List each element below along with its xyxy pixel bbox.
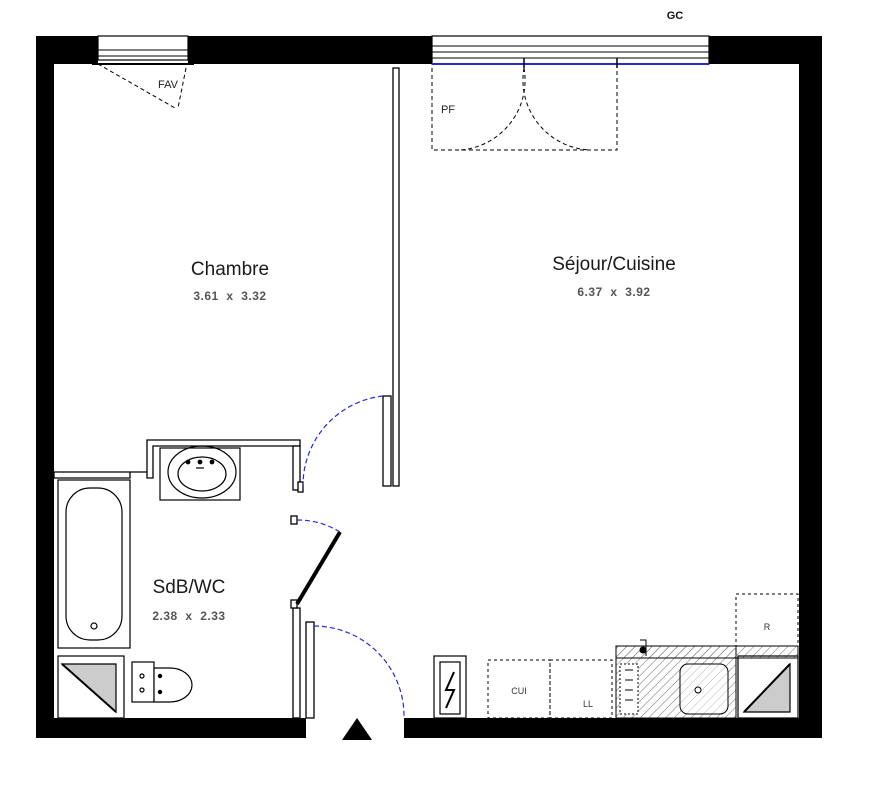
window-chambre [92,35,194,65]
room-dims-sdb: 2.38 x 2.33 [152,609,225,623]
gc-label: GC [667,10,684,22]
sink-hob [615,639,799,719]
exterior-walls [36,36,822,738]
cui-label: CUI [511,686,527,696]
ll-label: LL [583,699,593,709]
room-name-sejour: Séjour/Cuisine [552,254,676,275]
r-label: R [764,622,771,632]
window-sejour [431,35,710,68]
doors [295,395,405,717]
washbasin [159,445,241,501]
shower-corner-left [57,655,125,719]
pf-label: PF [441,104,455,116]
electric-panel [433,655,467,719]
bathtub [57,479,131,649]
toilet [131,661,193,703]
window-swings [97,63,618,151]
room-dims-sejour: 6.37 x 3.92 [577,285,650,299]
entrance-arrow-icon [342,718,372,740]
fav-label: FAV [158,79,179,91]
shower-corner-right [737,655,799,719]
room-name-sdb: SdB/WC [153,577,226,598]
room-name-chambre: Chambre [191,259,269,280]
room-dims-chambre: 3.61 x 3.32 [193,289,266,303]
interior-walls [53,67,400,719]
